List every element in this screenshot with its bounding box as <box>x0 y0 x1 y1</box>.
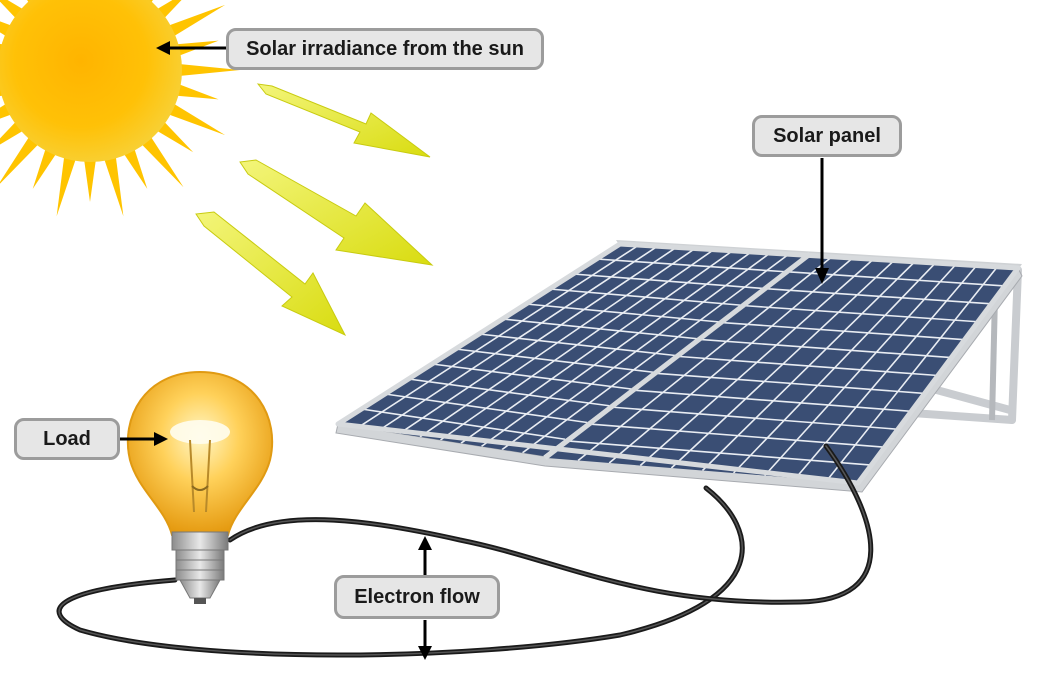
light-rays <box>195 83 434 337</box>
sun-ray <box>32 146 58 189</box>
sun-ray <box>177 63 240 77</box>
sun-icon <box>0 0 240 217</box>
panel-label: Solar panel <box>752 115 902 157</box>
sun-ray <box>0 134 41 184</box>
light-bulb-icon <box>126 370 274 604</box>
sun-label: Solar irradiance from the sun <box>226 28 544 70</box>
sun-ray <box>154 119 194 153</box>
electron-flow-label: Electron flow <box>334 575 500 619</box>
sun-ray <box>139 134 184 188</box>
sun-ray <box>103 154 124 217</box>
sun-ray <box>174 83 219 100</box>
sun-ray <box>56 154 77 217</box>
sun-ray <box>122 146 148 189</box>
light-ray-arrow <box>239 159 434 266</box>
pointer-arrows <box>120 41 829 660</box>
solar-panel <box>335 240 1023 493</box>
sun-ray <box>83 157 97 202</box>
light-ray-arrow <box>256 83 431 158</box>
sun-ray <box>166 102 226 136</box>
light-ray-arrow <box>195 211 347 337</box>
load-label: Load <box>14 418 120 460</box>
sun-ray <box>166 4 226 38</box>
circuit-wire <box>56 443 874 658</box>
